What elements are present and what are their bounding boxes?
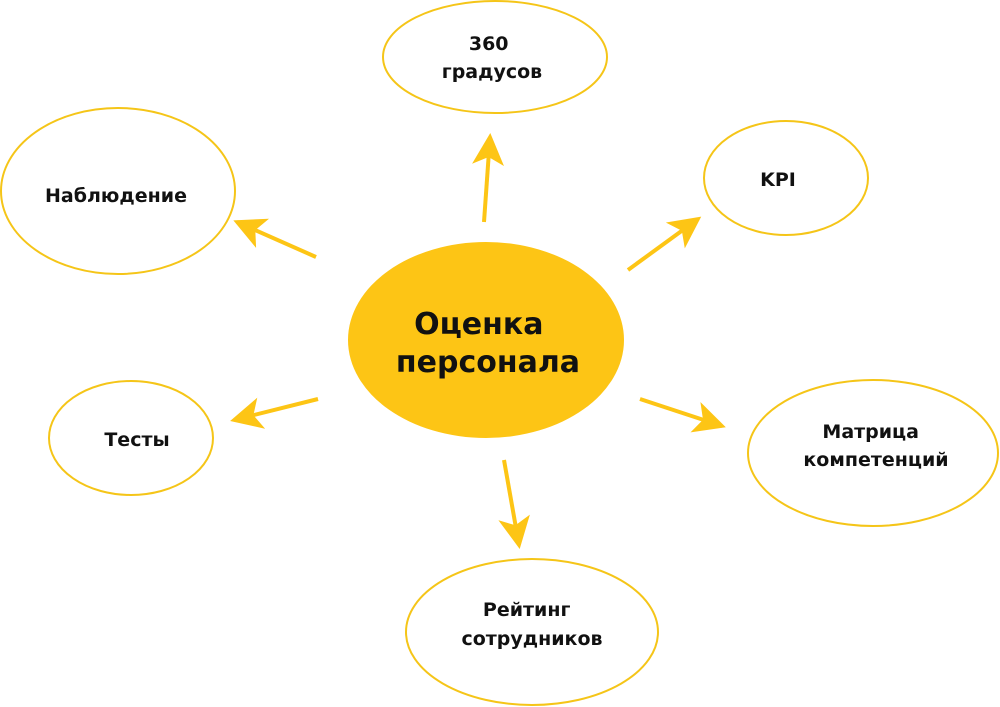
node-rating-line1: Рейтинг bbox=[483, 599, 571, 621]
node-observation-line1: Наблюдение bbox=[45, 185, 187, 207]
node-competency-matrix: Матрица компетенций bbox=[747, 379, 999, 527]
arrow-to-matrix bbox=[639, 397, 726, 433]
center-node: Оценка персонала bbox=[348, 242, 624, 438]
node-kpi-ellipse bbox=[703, 120, 869, 236]
node-tests-ellipse bbox=[48, 380, 214, 496]
svg-text:Тесты: Тесты bbox=[104, 429, 169, 451]
center-ellipse bbox=[348, 242, 624, 438]
node-360-ellipse bbox=[382, 0, 608, 114]
center-line1: Оценка bbox=[414, 307, 543, 342]
svg-text:Рейтинг сотрудников: Рейтинг сотрудников bbox=[461, 599, 602, 650]
node-tests-line1: Тесты bbox=[104, 429, 169, 451]
arrow-to-rating bbox=[498, 459, 530, 549]
node-360-line2: градусов bbox=[442, 61, 542, 83]
arrow-to-kpi bbox=[626, 216, 702, 272]
svg-text:Матрица компетенций: Матрица компетенций bbox=[803, 421, 948, 471]
node-matrix-ellipse bbox=[747, 379, 999, 527]
svg-text:Наблюдение: Наблюдение bbox=[45, 185, 187, 207]
node-360-degrees: 360 градусов bbox=[382, 0, 608, 114]
arrows bbox=[230, 133, 726, 549]
svg-text:Оценка персонала: Оценка персонала bbox=[396, 307, 580, 380]
node-kpi: KPI bbox=[703, 120, 869, 236]
node-employee-rating: Рейтинг сотрудников bbox=[405, 558, 659, 706]
node-matrix-line1: Матрица bbox=[822, 421, 919, 443]
svg-text:360 градусов: 360 градусов bbox=[442, 33, 542, 83]
arrow-to-tests bbox=[230, 397, 319, 429]
node-rating-line2: сотрудников bbox=[461, 628, 602, 650]
node-360-line1: 360 bbox=[469, 33, 509, 55]
node-rating-ellipse bbox=[405, 558, 659, 706]
node-observation-ellipse bbox=[0, 107, 236, 275]
node-kpi-line1: KPI bbox=[760, 169, 796, 191]
arrow-to-observation bbox=[233, 218, 317, 259]
svg-text:KPI: KPI bbox=[760, 169, 796, 191]
node-tests: Тесты bbox=[48, 380, 214, 496]
node-matrix-line2: компетенций bbox=[803, 449, 948, 471]
center-line2: персонала bbox=[396, 345, 580, 380]
arrow-to-360 bbox=[472, 133, 504, 223]
node-observation: Наблюдение bbox=[0, 107, 236, 275]
